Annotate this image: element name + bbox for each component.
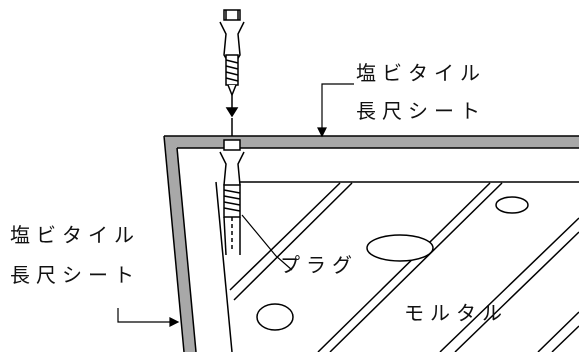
hatch-line: [317, 182, 491, 352]
leader-arrow-icon: [169, 317, 180, 327]
label-left-tile-line2: 長尺シート: [10, 263, 140, 287]
hatch-line: [537, 311, 579, 352]
substrate-left-inner-edge: [176, 147, 197, 352]
arrow-head-icon: [225, 107, 239, 118]
insertion-arrow: [225, 95, 239, 124]
tile-band-left: [165, 140, 196, 352]
leader-arrow-icon: [317, 127, 327, 138]
label-plug: プラグ: [280, 253, 358, 277]
leader-left-tile: [117, 308, 176, 323]
plug-ribs: [223, 189, 241, 212]
leader-top-tile: [321, 83, 354, 134]
plug-head: [223, 9, 241, 21]
label-mortar: モルタル: [404, 301, 508, 325]
vinyl-tile-layer: [165, 136, 579, 352]
plug-inserted: [219, 124, 245, 256]
void-ellipse: [366, 234, 434, 262]
hatch-line: [454, 231, 579, 352]
plug-before-insertion: [219, 9, 245, 98]
substrate-left-outer-edge: [163, 135, 185, 352]
label-top-tile-line1: 塩ビタイル: [356, 61, 486, 85]
hatch-line: [229, 182, 341, 291]
plug-tip: [227, 84, 237, 98]
hatch-line: [233, 182, 353, 301]
plug-ribs: [225, 59, 239, 82]
leader-plug: [241, 214, 293, 271]
tile-band-top: [165, 136, 579, 148]
hatch-line: [329, 182, 503, 352]
bore-left-edge: [215, 181, 233, 352]
mortar-substrate: [163, 135, 579, 352]
hatch-line: [439, 217, 579, 352]
mortar-voids: [256, 196, 529, 331]
plug-head: [223, 139, 241, 151]
label-top-tile-line2: 長尺シート: [356, 99, 486, 123]
void-ellipse: [256, 303, 294, 331]
hatch-line: [551, 325, 579, 352]
label-left-tile-line1: 塩ビタイル: [10, 223, 140, 247]
mortar-hatching: [229, 182, 579, 352]
leader-lines: [117, 83, 354, 327]
void-ellipse: [495, 196, 529, 214]
